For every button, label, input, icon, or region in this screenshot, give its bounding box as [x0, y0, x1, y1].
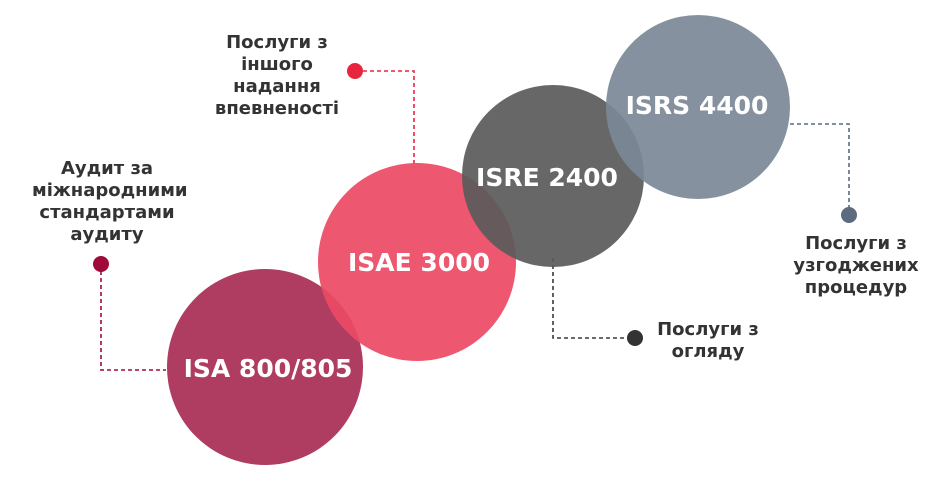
- circle-label-isre: ISRE 2400: [476, 163, 618, 192]
- annotation-review: Послуги з огляду: [657, 319, 759, 362]
- connector-review: [552, 258, 632, 339]
- circle-label-isrs: ISRS 4400: [626, 91, 769, 120]
- connector-audit: [100, 264, 166, 371]
- circle-isrs: [606, 15, 790, 199]
- connector-assurance: [356, 70, 415, 168]
- circle-isa: [167, 269, 363, 465]
- dot-assurance: [347, 63, 363, 79]
- circle-label-isa: ISA 800/805: [184, 354, 353, 383]
- dot-review: [627, 330, 643, 346]
- connector-agreed: [790, 123, 850, 215]
- circle-label-isae: ISAE 3000: [348, 248, 490, 277]
- dot-agreed: [841, 207, 857, 223]
- dot-audit: [93, 256, 109, 272]
- annotation-assurance: Послуги з іншого надання впевненості: [214, 32, 340, 119]
- circle-isae: [318, 163, 516, 361]
- annotation-agreed: Послуги з узгоджених процедур: [793, 233, 919, 298]
- annotation-audit: Аудит за міжнародними стандартами аудиту: [32, 158, 188, 245]
- circle-isre: [462, 85, 644, 267]
